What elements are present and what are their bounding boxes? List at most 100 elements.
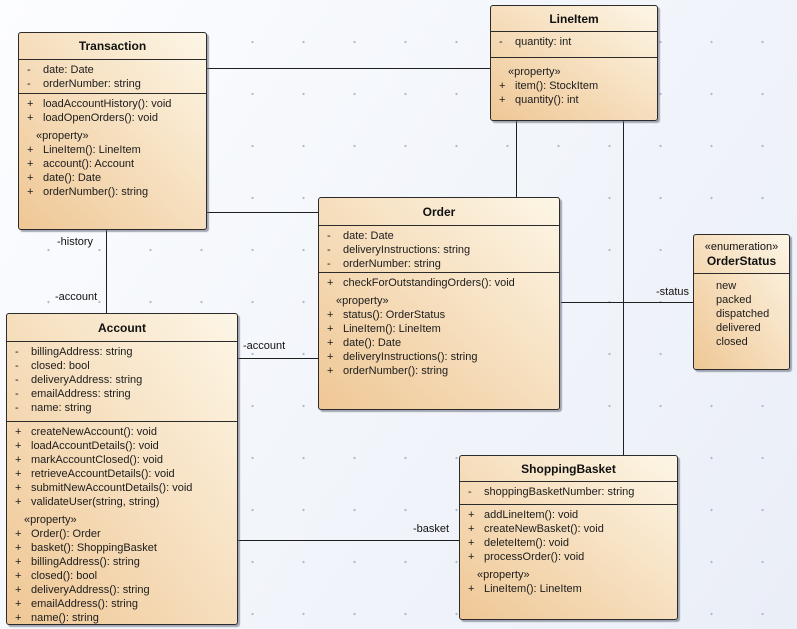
class-lineitem[interactable]: LineItem -quantity: int «property»+item(… [490, 5, 658, 121]
attributes-compartment: -date: Date-orderNumber: string [19, 59, 206, 93]
member-text: deleteItem(): void [484, 537, 569, 549]
member-row: +addLineItem(): void [460, 508, 674, 522]
member-text: date: Date [343, 230, 394, 242]
member-row: + deleteItem(): void [460, 536, 674, 550]
member-row: + createNewBasket(): void [460, 522, 674, 536]
member-row: +submitNewAccountDetails(): void [7, 481, 234, 495]
class-title: LineItem [549, 11, 599, 26]
operations-compartment: +checkForOutstandingOrders(): void«prope… [319, 272, 559, 409]
member-row: +emailAddress(): string [7, 597, 234, 611]
visibility-marker: + [27, 98, 34, 110]
association-account-order[interactable] [238, 358, 318, 359]
visibility-marker: + [15, 496, 22, 508]
stereotype-label: «enumeration» [704, 240, 779, 253]
stereotype-label: «property» [508, 66, 561, 78]
visibility-marker: + [327, 323, 334, 335]
member-row: +Order(): Order [7, 527, 234, 541]
stereotype-label: «property» [24, 514, 77, 526]
member-text: processOrder(): void [484, 551, 585, 563]
member-text: LineItem(): LineItem [343, 323, 441, 335]
class-transaction[interactable]: Transaction -date: Date-orderNumber: str… [18, 32, 207, 230]
enum-literal: delivered [716, 322, 761, 334]
class-order[interactable]: Order -date: Date-deliveryInstructions: … [318, 197, 560, 410]
member-text: loadOpenOrders(): void [43, 112, 158, 124]
member-row: +createNewAccount(): void [7, 425, 234, 439]
visibility-marker: + [27, 158, 34, 170]
visibility-marker: - [27, 78, 31, 90]
association-transaction-account[interactable] [106, 230, 107, 313]
visibility-marker: + [15, 426, 22, 438]
role-label-history: -history [57, 236, 94, 248]
enum-literal: packed [716, 294, 752, 306]
attributes-compartment: -quantity: int [491, 31, 657, 57]
visibility-marker: + [468, 551, 475, 563]
member-row: +markAccountClosed(): void [7, 453, 234, 467]
visibility-marker: + [499, 80, 506, 92]
member-row: + deliveryAddress(): string [7, 583, 234, 597]
visibility-marker: + [468, 523, 475, 535]
enum-literal: dispatched [716, 308, 770, 320]
class-title: Transaction [78, 39, 147, 53]
member-row: + validateUser(string, string) [7, 495, 234, 509]
member-row: + name(): string [7, 611, 234, 624]
visibility-marker: + [15, 482, 22, 494]
member-text: name(): string [31, 612, 99, 624]
visibility-marker: - [15, 346, 19, 358]
visibility-marker: + [468, 537, 475, 549]
member-row: -shoppingBasketNumber: string [460, 485, 674, 499]
operations-compartment: +loadAccountHistory(): void+loadOpenOrde… [19, 93, 206, 229]
visibility-marker: + [15, 570, 22, 582]
visibility-marker: + [15, 468, 22, 480]
association-lineitem-order[interactable] [516, 121, 517, 197]
enum-literal: closed [716, 336, 748, 348]
visibility-marker: - [327, 244, 331, 256]
visibility-marker: - [327, 230, 331, 242]
member-text: date(): Date [343, 337, 402, 349]
member-text: LineItem(): LineItem [484, 583, 582, 595]
member-row: +deliveryInstructions(): string [319, 350, 556, 364]
member-text: closed: bool [31, 360, 90, 372]
association-account-shoppingbasket[interactable] [238, 540, 459, 541]
visibility-marker: - [468, 486, 472, 498]
member-row: +status(): OrderStatus [319, 308, 556, 322]
member-text: date(): Date [43, 172, 102, 184]
class-name-text: OrderStatus [706, 253, 777, 268]
role-label-basket: -basket [413, 523, 450, 535]
association-transaction-lineitem[interactable] [207, 68, 490, 69]
visibility-marker: + [15, 584, 22, 596]
member-text: orderNumber(): string [343, 365, 449, 377]
member-row: +LineItem(): LineItem [19, 143, 203, 157]
class-shoppingbasket[interactable]: ShoppingBasket -shoppingBasketNumber: st… [459, 455, 678, 620]
association-transaction-order[interactable] [207, 212, 318, 213]
member-row: -emailAddress: string [7, 387, 234, 401]
member-text: createNewBasket(): void [484, 523, 604, 535]
visibility-marker: - [15, 360, 19, 372]
member-text: orderNumber(): string [43, 186, 149, 198]
member-text: deliveryAddress: string [31, 374, 143, 386]
visibility-marker: + [15, 454, 22, 466]
association-lineitem-shoppingbasket[interactable] [623, 121, 624, 455]
visibility-marker: + [499, 94, 506, 106]
member-row: -deliveryInstructions: string [319, 243, 556, 257]
member-text: emailAddress(): string [31, 598, 138, 610]
enum-literal: new [716, 280, 737, 292]
member-text: status(): OrderStatus [343, 309, 446, 321]
member-text: LineItem(): LineItem [43, 144, 141, 156]
member-text: addLineItem(): void [484, 509, 579, 521]
operations-compartment: +createNewAccount(): void+loadAccountDet… [7, 421, 237, 624]
operations-compartment: «property»+item(): StockItem+quantity():… [491, 57, 657, 120]
stereotype-label: «property» [336, 295, 389, 307]
member-row: +date(): Date [319, 336, 556, 350]
member-text: deliveryAddress(): string [31, 584, 150, 596]
member-row: -quantity: int [491, 35, 654, 49]
class-account[interactable]: Account -billingAddress: string-closed: … [6, 313, 238, 625]
association-order-orderstatus[interactable] [561, 302, 693, 303]
member-row: +closed(): bool [7, 569, 234, 583]
member-text: orderNumber: string [43, 78, 141, 90]
visibility-marker: + [15, 612, 22, 624]
member-text: validateUser(string, string) [31, 496, 160, 508]
member-text: name: string [31, 402, 92, 414]
member-row: -billingAddress: string [7, 345, 234, 359]
class-orderstatus[interactable]: «enumeration» OrderStatus new packed dispa… [693, 234, 790, 370]
